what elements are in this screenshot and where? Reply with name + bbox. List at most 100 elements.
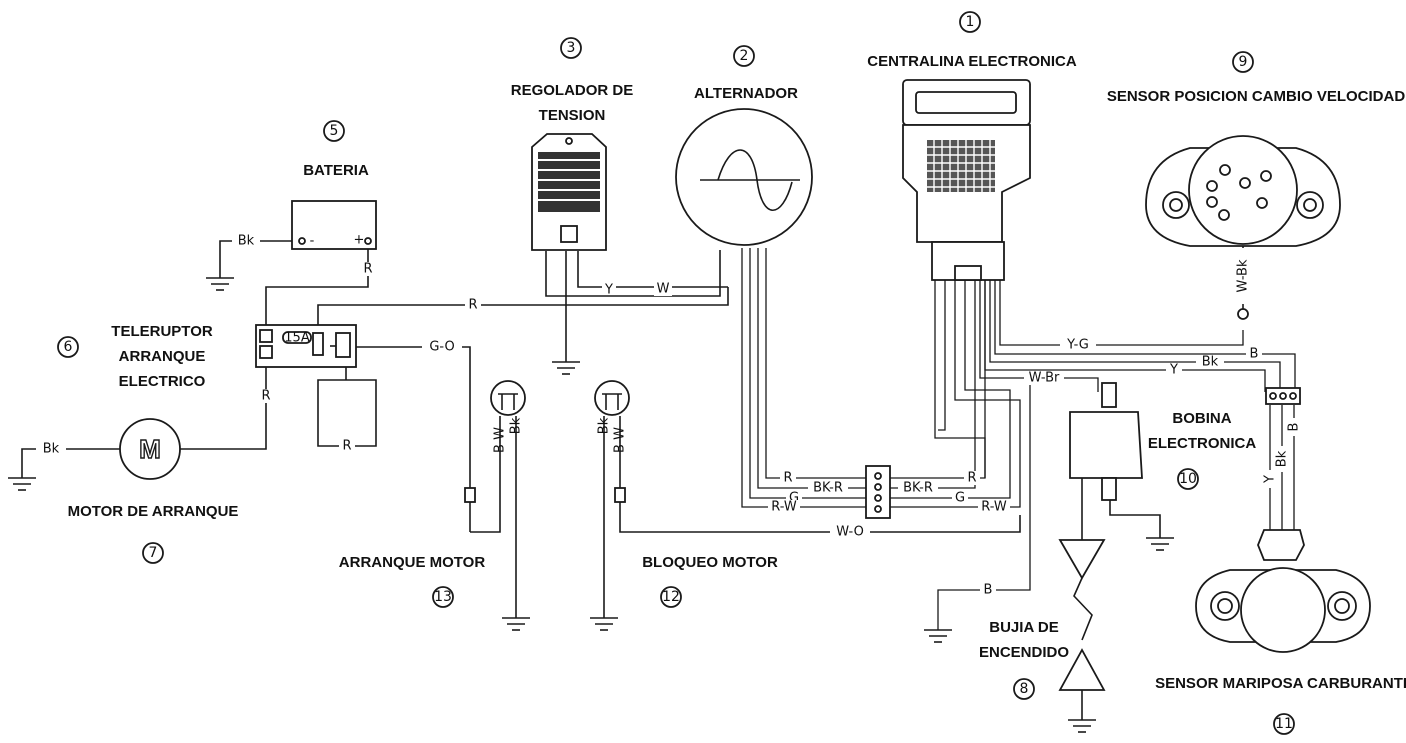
wire-label: B-W bbox=[493, 427, 508, 453]
label-bateria: BATERIA bbox=[303, 162, 369, 179]
svg-text:5: 5 bbox=[330, 123, 339, 139]
svg-text:12: 12 bbox=[662, 589, 680, 605]
label-bloqueo-motor: BLOQUEO MOTOR bbox=[642, 554, 778, 571]
wire-label: Bk bbox=[1202, 355, 1219, 370]
label-motor-arranque: MOTOR DE ARRANQUE bbox=[68, 503, 239, 520]
wire-label: Bk bbox=[509, 417, 524, 434]
svg-text:11: 11 bbox=[1275, 716, 1293, 732]
callout-5-icon bbox=[323, 120, 345, 142]
svg-text:8: 8 bbox=[1020, 681, 1029, 697]
battery-terminal-pos-icon bbox=[364, 237, 372, 245]
label-alternador: ALTERNADOR bbox=[694, 85, 798, 102]
spark-plug bbox=[1058, 539, 1106, 691]
ignition-coil bbox=[1069, 382, 1143, 501]
label-bobina-1: BOBINA bbox=[1172, 410, 1231, 427]
wire-label: R-W bbox=[771, 500, 797, 515]
battery: - + bbox=[291, 200, 377, 250]
svg-text:-: - bbox=[310, 234, 315, 249]
battery-terminal-neg-icon bbox=[298, 237, 306, 245]
component-labels: 1 CENTRALINA ELECTRONICA 2 ALTERNADOR 3 … bbox=[57, 11, 1406, 735]
callout-7-icon bbox=[142, 542, 164, 564]
alternator-connector bbox=[865, 465, 891, 519]
callout-2-icon bbox=[733, 45, 755, 67]
wire-label: W-Br bbox=[1029, 371, 1060, 386]
voltage-regulator bbox=[531, 133, 607, 251]
wire-label: R bbox=[261, 389, 270, 404]
svg-text:1: 1 bbox=[966, 14, 975, 30]
callout-9-icon bbox=[1232, 51, 1254, 73]
svg-text:10: 10 bbox=[1179, 471, 1197, 487]
throttle-position-sensor bbox=[1195, 529, 1371, 653]
label-teleruptor-3: ELECTRICO bbox=[119, 373, 206, 390]
wire-label: Bk bbox=[597, 417, 612, 434]
wire-label: G bbox=[955, 491, 965, 506]
callout-8-icon bbox=[1013, 678, 1035, 700]
kill-switch bbox=[594, 380, 630, 503]
alternator bbox=[675, 108, 813, 246]
wire-label: R bbox=[967, 471, 976, 486]
wire-label: G bbox=[789, 491, 799, 506]
callout-1-icon bbox=[959, 11, 981, 33]
ground-coil-icon bbox=[1145, 537, 1175, 551]
ecu-unit bbox=[902, 79, 1031, 281]
starter-relay: 15A bbox=[255, 324, 357, 368]
ground-regulator-icon bbox=[551, 361, 581, 375]
wire-label: W-Bk bbox=[1236, 259, 1251, 292]
wire-label: Bk bbox=[238, 234, 255, 249]
label-bujia-2: ENCENDIDO bbox=[979, 644, 1069, 661]
wire-label: R bbox=[363, 262, 372, 277]
label-sensor-cambio: SENSOR POSICION CAMBIO VELOCIDAD bbox=[1107, 88, 1406, 105]
svg-text:6: 6 bbox=[64, 339, 73, 355]
wire-label: BK-R bbox=[813, 481, 843, 496]
callout-6-icon bbox=[57, 336, 79, 358]
callout-11-icon bbox=[1273, 713, 1295, 735]
ground-start-button-icon bbox=[501, 617, 531, 631]
wire-label: Y bbox=[1169, 363, 1178, 378]
label-centralina: CENTRALINA ELECTRONICA bbox=[867, 53, 1077, 70]
svg-text:M: M bbox=[139, 434, 161, 464]
svg-text:7: 7 bbox=[149, 545, 158, 561]
wire-label: Y bbox=[1263, 475, 1278, 484]
wire-label: Y-G bbox=[1066, 338, 1089, 353]
callout-3-icon bbox=[560, 37, 582, 59]
label-teleruptor-1: TELERUPTOR bbox=[111, 323, 213, 340]
wire-label: G-O bbox=[429, 340, 454, 355]
wire-label: Y bbox=[604, 283, 613, 298]
wire-label: B bbox=[1287, 423, 1302, 432]
label-sensor-mariposa: SENSOR MARIPOSA CARBURANTE bbox=[1155, 675, 1406, 692]
ground-spark-plug-icon bbox=[1067, 719, 1097, 733]
wire-label: B-W bbox=[613, 427, 628, 453]
start-button-switch bbox=[464, 380, 526, 503]
wire-label: BK-R bbox=[903, 481, 933, 496]
callout-12-icon bbox=[660, 586, 682, 608]
wire-labels: Bk R R Y W R R G-O Bk B-W Bk Bk B-W W-O … bbox=[36, 234, 1302, 598]
label-bobina-2: ELECTRONICA bbox=[1148, 435, 1257, 452]
wire-label: R bbox=[468, 298, 477, 313]
ground-battery-icon bbox=[205, 277, 235, 291]
wire-label: Bk bbox=[43, 442, 60, 457]
tps-connector bbox=[1265, 387, 1301, 405]
wires bbox=[21, 232, 1296, 720]
wire-label: Bk bbox=[1275, 450, 1290, 467]
wire-label: B bbox=[1250, 347, 1259, 362]
fuse-icon bbox=[282, 331, 312, 344]
wire-label: R bbox=[342, 439, 351, 454]
wire-label: W-O bbox=[836, 525, 864, 540]
starter-motor: M bbox=[119, 418, 181, 480]
wire-label: B bbox=[984, 583, 993, 598]
svg-text:+: + bbox=[354, 233, 365, 248]
callout-13-icon bbox=[432, 586, 454, 608]
svg-text:9: 9 bbox=[1239, 54, 1248, 70]
label-regulador-2: TENSION bbox=[539, 107, 606, 124]
svg-text:13: 13 bbox=[434, 589, 452, 605]
svg-text:15A: 15A bbox=[284, 331, 310, 346]
wire-label: W bbox=[657, 282, 670, 297]
wire-label: R-W bbox=[981, 500, 1007, 515]
sensor-connector-icon bbox=[1237, 308, 1249, 320]
label-teleruptor-2: ARRANQUE bbox=[119, 348, 206, 365]
label-bujia-1: BUJIA DE bbox=[989, 619, 1058, 636]
svg-text:2: 2 bbox=[740, 48, 749, 64]
ground-motor-icon bbox=[7, 477, 37, 491]
callout-10-icon bbox=[1177, 468, 1199, 490]
